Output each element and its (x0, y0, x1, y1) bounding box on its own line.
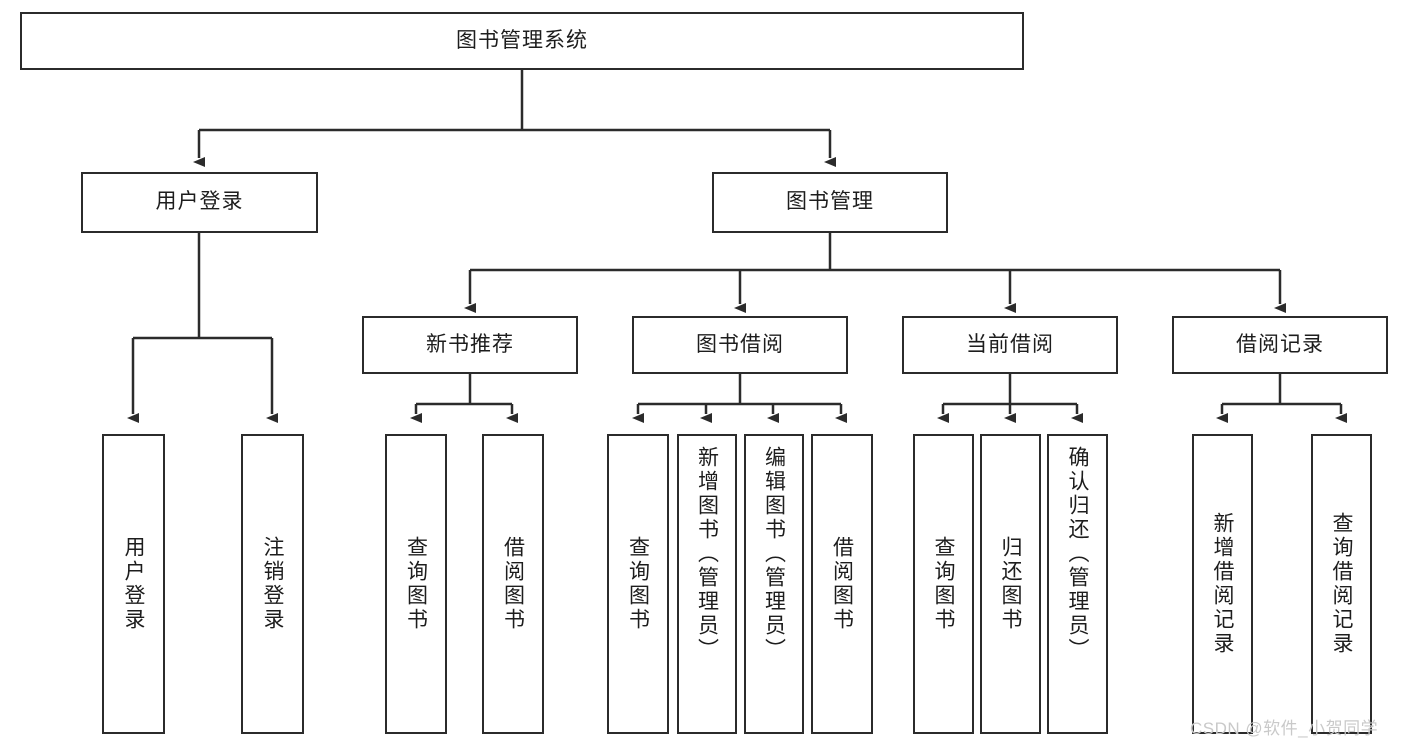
leaf-add-record[interactable]: 新增借阅记录 (1192, 434, 1253, 734)
node-borrow-record[interactable]: 借阅记录 (1172, 316, 1388, 374)
leaf-query-book-2[interactable]: 查询图书 (607, 434, 669, 734)
node-new-book-rec-label: 新书推荐 (426, 332, 514, 356)
node-user-login[interactable]: 用户登录 (81, 172, 318, 233)
leaf-query-book-1[interactable]: 查询图书 (385, 434, 447, 734)
leaf-add-record-label: 新增借阅记录 (1211, 512, 1234, 656)
leaf-add-book-label: 新增图书（管理员） (695, 446, 719, 662)
leaf-confirm-return-label: 确认归还（管理员） (1066, 446, 1089, 662)
leaf-return-book-label: 归还图书 (999, 536, 1022, 632)
node-new-book-rec[interactable]: 新书推荐 (362, 316, 578, 374)
leaf-borrow-book-1-label: 借阅图书 (501, 536, 525, 632)
node-book-manage[interactable]: 图书管理 (712, 172, 948, 233)
leaf-confirm-return[interactable]: 确认归还（管理员） (1047, 434, 1108, 734)
leaf-query-record[interactable]: 查询借阅记录 (1311, 434, 1372, 734)
node-book-manage-label: 图书管理 (786, 190, 874, 214)
node-borrow-record-label: 借阅记录 (1236, 332, 1324, 356)
leaf-logout[interactable]: 注销登录 (241, 434, 304, 734)
leaf-borrow-book-2[interactable]: 借阅图书 (811, 434, 873, 734)
node-current-borrow[interactable]: 当前借阅 (902, 316, 1118, 374)
leaf-query-book-3[interactable]: 查询图书 (913, 434, 974, 734)
csdn-watermark: CSDN @软件_小贺同学 (1190, 719, 1379, 738)
node-user-login-label: 用户登录 (155, 190, 244, 214)
leaf-edit-book[interactable]: 编辑图书（管理员） (744, 434, 804, 734)
leaf-user-login-label: 用户登录 (122, 536, 145, 632)
node-book-borrow-label: 图书借阅 (696, 332, 784, 356)
node-current-borrow-label: 当前借阅 (966, 332, 1054, 356)
leaf-add-book[interactable]: 新增图书（管理员） (677, 434, 737, 734)
leaf-return-book[interactable]: 归还图书 (980, 434, 1041, 734)
leaf-query-book-1-label: 查询图书 (404, 536, 428, 632)
leaf-user-login[interactable]: 用户登录 (102, 434, 165, 734)
leaf-query-record-label: 查询借阅记录 (1330, 512, 1353, 656)
node-root[interactable]: 图书管理系统 (20, 12, 1024, 70)
leaf-query-book-3-label: 查询图书 (932, 536, 955, 632)
leaf-query-book-2-label: 查询图书 (626, 536, 650, 632)
leaf-borrow-book-2-label: 借阅图书 (830, 536, 854, 632)
node-root-label: 图书管理系统 (456, 28, 588, 52)
leaf-borrow-book-1[interactable]: 借阅图书 (482, 434, 544, 734)
leaf-edit-book-label: 编辑图书（管理员） (762, 446, 786, 662)
leaf-logout-label: 注销登录 (261, 536, 284, 632)
node-book-borrow[interactable]: 图书借阅 (632, 316, 848, 374)
